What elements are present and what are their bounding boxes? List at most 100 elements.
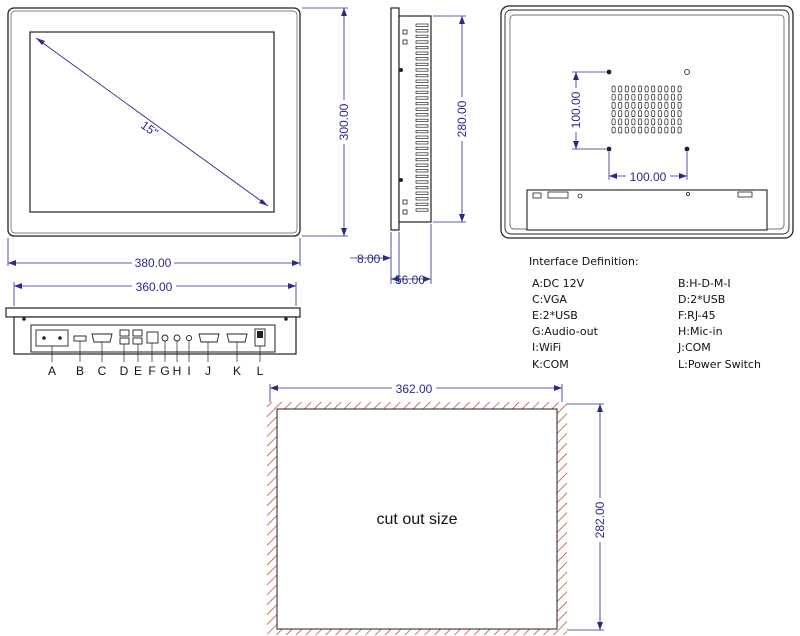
vesa-hole-tr xyxy=(684,69,690,75)
iface-j: J:COM xyxy=(677,341,711,354)
back-vent-slot xyxy=(624,85,629,93)
back-vent-slot xyxy=(644,126,649,134)
vesa-hole-br xyxy=(684,146,690,152)
side-vent-slot xyxy=(415,118,429,122)
port-i-wifi xyxy=(185,334,193,342)
port-label-d: D xyxy=(120,364,129,378)
port-label-h: H xyxy=(173,364,182,378)
vesa-h-text-bg xyxy=(626,168,670,182)
back-vent-slot xyxy=(664,85,669,93)
port-label-e: E xyxy=(134,364,142,378)
side-vent-slot xyxy=(415,62,429,66)
back-vent-slot xyxy=(657,102,662,109)
back-vent-slot xyxy=(671,93,675,101)
side-vent-slot xyxy=(415,40,429,44)
back-vent-slot xyxy=(677,110,682,117)
front-view: 15" 380.00 300.00 xyxy=(7,7,352,270)
side-vent-slot xyxy=(415,174,429,178)
back-vent-slot xyxy=(671,85,675,93)
bottom-screw-left xyxy=(22,317,26,321)
back-vent-slot xyxy=(677,118,682,126)
side-depth-arrow-r xyxy=(423,276,431,282)
bottom-bezel-strip xyxy=(5,307,301,318)
back-io-port-2 xyxy=(547,191,569,199)
iface-g: G:Audio-out xyxy=(532,325,599,338)
port-l-power-rocker xyxy=(257,331,263,338)
back-vent-slot xyxy=(651,85,656,93)
back-vent-slot xyxy=(644,85,649,93)
port-label-b: B xyxy=(76,364,84,378)
back-vent-slot xyxy=(651,118,656,126)
port-label-a: A xyxy=(48,364,56,378)
side-vent-slot xyxy=(415,23,429,27)
back-vent-slot xyxy=(631,85,636,93)
front-height-text-bg xyxy=(336,100,352,144)
cutout-height-text-bg xyxy=(592,498,608,542)
side-vent-slot xyxy=(415,85,429,89)
back-vent-slot xyxy=(624,110,629,117)
cutout-width-dim: 362.00 xyxy=(396,382,433,396)
interface-title: Interface Definition: xyxy=(529,255,639,268)
back-vent-slot xyxy=(631,110,636,117)
iface-b: B:H-D-M-I xyxy=(678,277,731,290)
port-d-usb-2 xyxy=(119,337,130,345)
side-port-2 xyxy=(402,39,408,45)
back-io-port-5 xyxy=(737,191,753,198)
back-io-port-3 xyxy=(577,193,583,199)
back-frame-mid xyxy=(504,9,790,235)
back-vent-slot xyxy=(657,126,662,134)
port-e-usb-2 xyxy=(132,337,143,345)
back-vent-slot xyxy=(671,126,675,134)
side-screw-2 xyxy=(399,178,403,182)
port-label-j: J xyxy=(205,364,211,378)
front-bezel-inner xyxy=(10,10,298,234)
side-vent-slot xyxy=(415,130,429,134)
vesa-v-arrow-t xyxy=(573,72,579,80)
port-e-usb-1 xyxy=(132,329,143,337)
front-screen xyxy=(29,31,275,213)
diagonal-arrow-start xyxy=(36,38,45,45)
back-vent-slot xyxy=(631,102,636,109)
back-vent-slot xyxy=(664,118,669,126)
port-label-g: G xyxy=(160,364,169,378)
back-vent-slot xyxy=(657,118,662,126)
iface-c: C:VGA xyxy=(532,293,567,306)
side-height-text-bg xyxy=(454,97,470,141)
back-vent-slot xyxy=(624,126,629,134)
iface-f: F:RJ-45 xyxy=(678,309,716,322)
iface-e: E:2*USB xyxy=(532,309,578,322)
cutout-height-arrow-t xyxy=(597,404,603,412)
back-vent-slot xyxy=(638,118,642,126)
back-vent-slot xyxy=(618,118,623,126)
back-vent-slot xyxy=(677,102,682,109)
iface-d: D:2*USB xyxy=(678,293,725,306)
port-label-k: K xyxy=(233,364,241,378)
back-vent-slot xyxy=(638,85,642,93)
back-vent-slot xyxy=(651,110,656,117)
side-vent-slot xyxy=(415,46,429,50)
back-vent-slot xyxy=(664,93,669,101)
side-height-dim: 280.00 xyxy=(455,100,469,137)
side-vent-slot xyxy=(415,141,429,145)
back-vent-slot xyxy=(644,102,649,109)
front-width-dim: 380.00 xyxy=(135,256,172,270)
back-vent-slot xyxy=(631,93,636,101)
side-vent-slot xyxy=(415,163,429,167)
side-vent-slot xyxy=(415,29,429,33)
side-vent-slot xyxy=(415,90,429,94)
front-width-arrow-l xyxy=(8,260,16,266)
back-vent-slot xyxy=(624,102,629,109)
back-vent-slot xyxy=(664,102,669,109)
vesa-v-dim: 100.00 xyxy=(569,91,583,128)
port-c-vga xyxy=(91,333,113,343)
screen-diagonal xyxy=(35,37,269,207)
bottom-view: 360.00 xyxy=(5,278,301,378)
back-vent-slot xyxy=(677,85,682,93)
back-vent-slot xyxy=(611,85,616,93)
iface-a: A:DC 12V xyxy=(532,277,585,290)
back-vent-slot xyxy=(618,126,623,134)
side-bezel-dim: 8.00 xyxy=(357,252,381,266)
back-vent-slot xyxy=(664,126,669,134)
back-vent-slot xyxy=(651,93,656,101)
